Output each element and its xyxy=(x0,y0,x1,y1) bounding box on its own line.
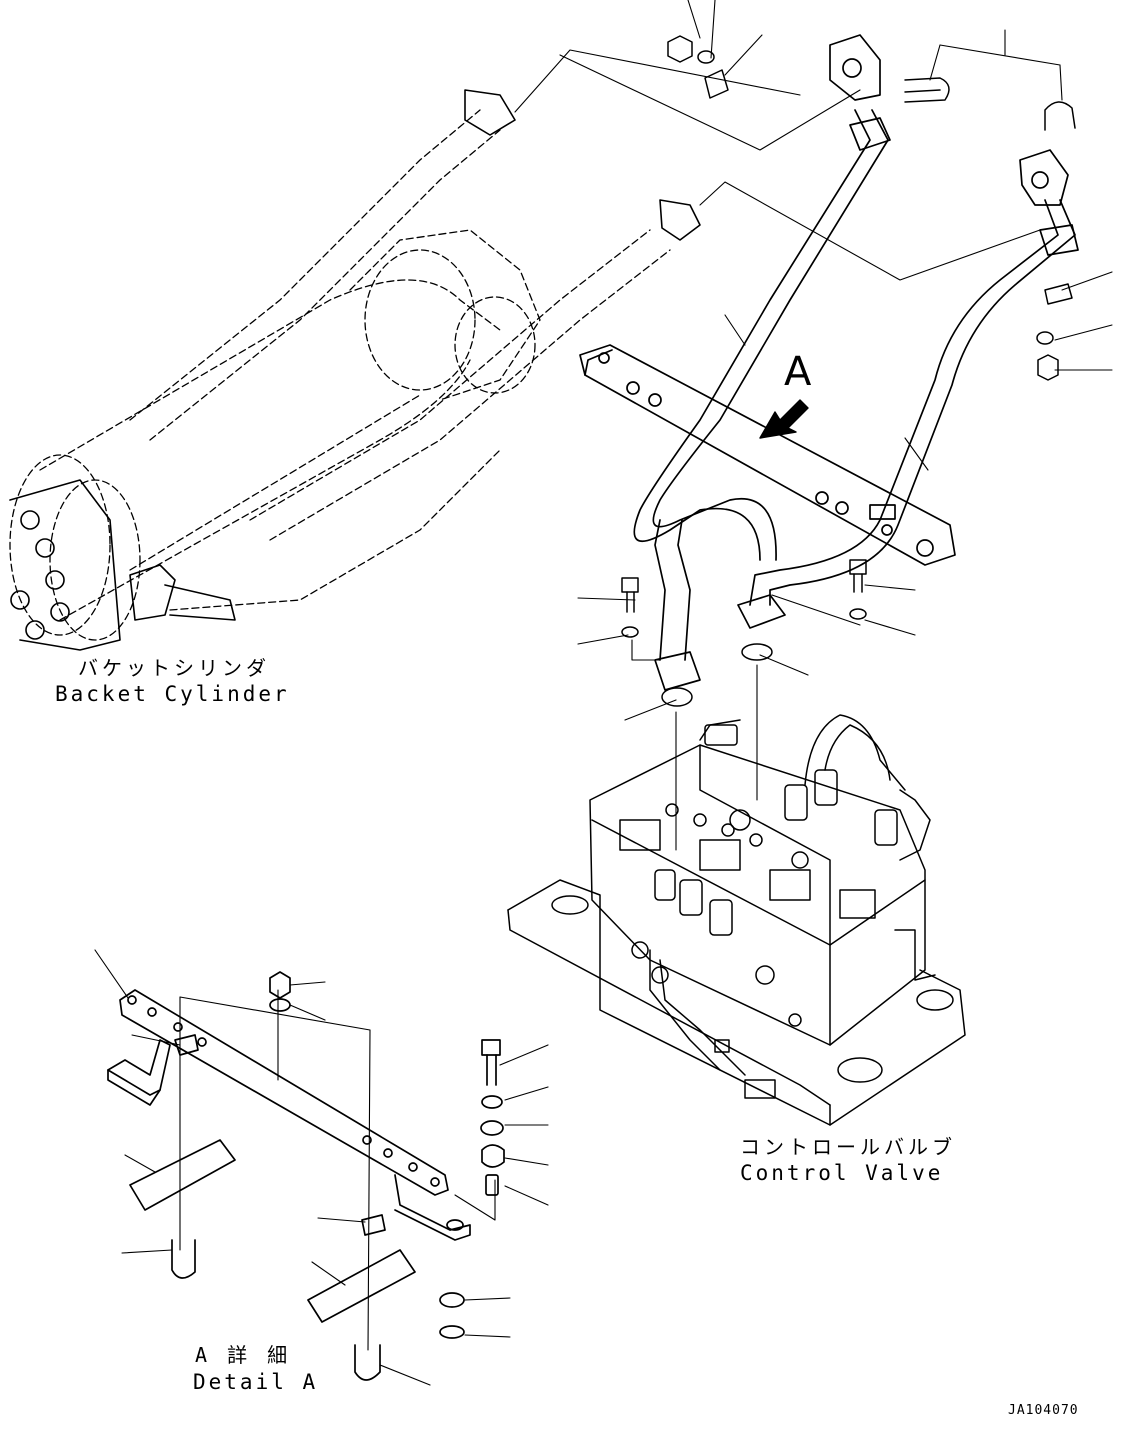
control-valve-label-en: Control Valve xyxy=(740,1161,944,1185)
upper-small-parts xyxy=(621,35,1076,707)
view-arrow-letter: A xyxy=(784,349,812,395)
bucket-cylinder xyxy=(9,109,671,641)
drawing-reference-number: JA104070 xyxy=(1008,1403,1079,1418)
cylinder-end-bolts xyxy=(9,89,701,651)
detail-a-label-jp: A 詳 細 xyxy=(195,1343,292,1367)
bucket-cylinder-label-en: Backet Cylinder xyxy=(55,682,290,706)
control-valve xyxy=(507,714,966,1126)
bucket-cylinder-label-jp: バケットシリンダ xyxy=(78,656,270,680)
hydraulic-pipe-right xyxy=(737,149,1079,629)
view-arrow-a xyxy=(759,399,809,439)
hydraulic-pipe-left xyxy=(633,34,891,691)
detail-a-bracket xyxy=(107,971,505,1381)
control-valve-label-jp: コントロールバルブ xyxy=(740,1135,956,1159)
clamp-bar-top xyxy=(579,344,956,566)
detail-a-label-en: Detail A xyxy=(193,1370,319,1394)
leader-lines xyxy=(94,0,1113,1386)
